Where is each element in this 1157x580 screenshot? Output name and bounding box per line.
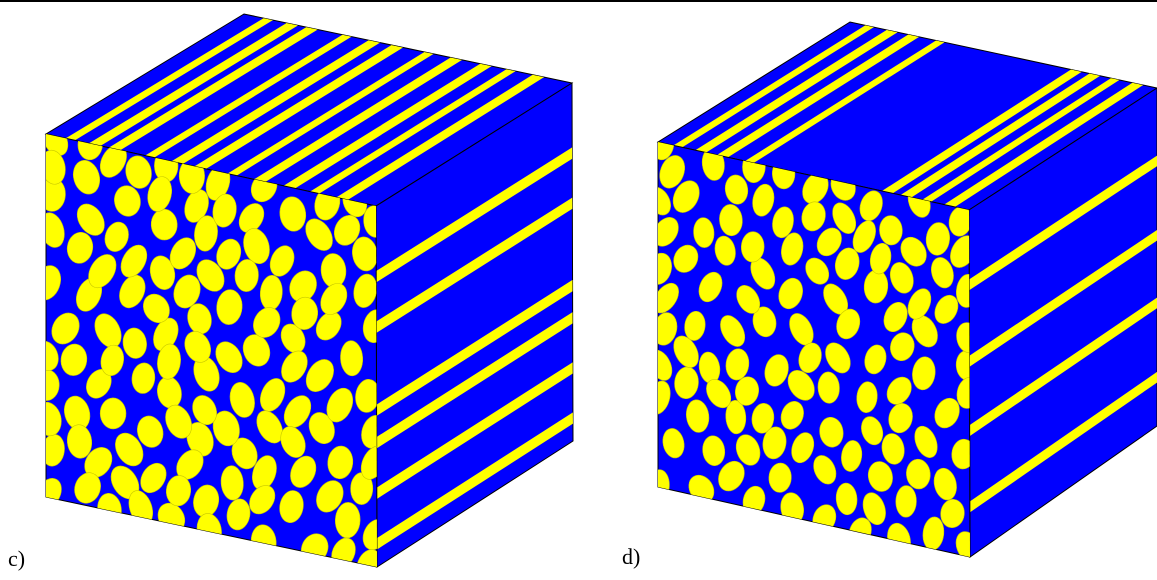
fiber-cross-section	[100, 398, 126, 429]
cube-panel-d	[643, 22, 1157, 565]
cube-panel-c	[29, 14, 573, 580]
panel-label-c: c)	[8, 548, 25, 570]
fiber-cross-section	[895, 485, 916, 517]
panel-label-d: d)	[622, 546, 640, 568]
